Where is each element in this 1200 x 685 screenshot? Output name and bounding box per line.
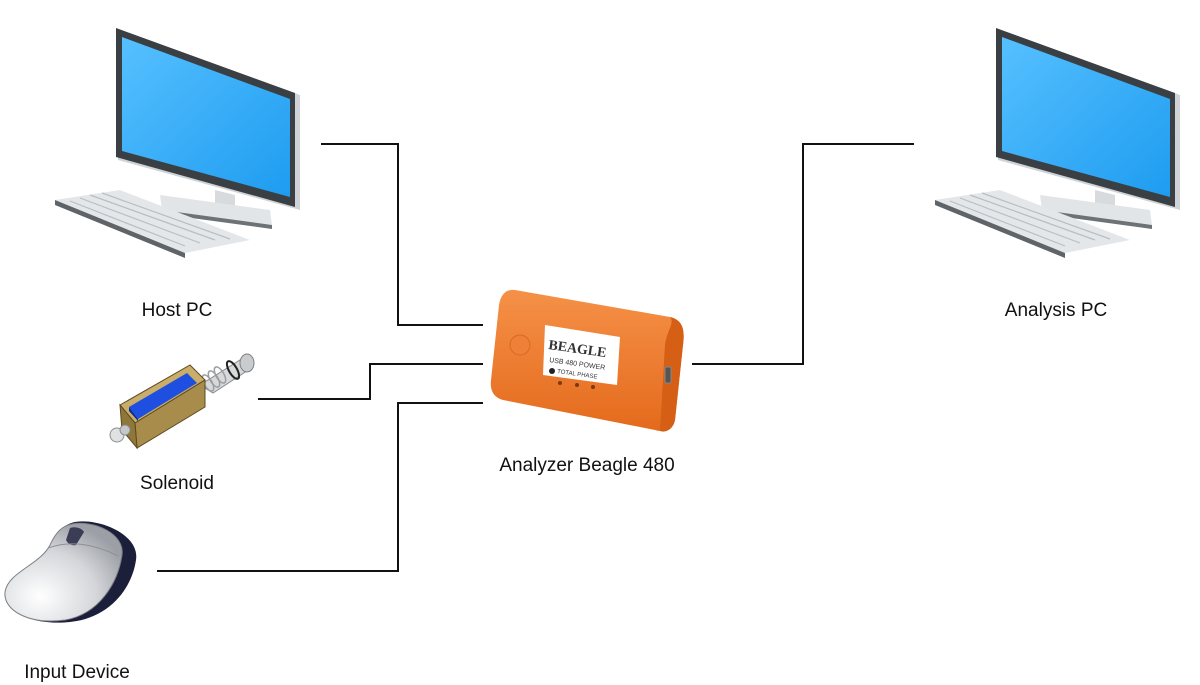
desktop-computer-icon <box>55 28 300 258</box>
node-analysis-pc <box>930 25 1190 265</box>
solenoid-icon <box>109 353 255 450</box>
node-label-analysis-pc: Analysis PC <box>1004 300 1108 321</box>
node-analyzer: BEAGLE USB 480 POWER TOTAL PHASE <box>485 285 690 435</box>
edge-input-device-analyzer <box>157 402 483 572</box>
device-maker-text: TOTAL PHASE <box>557 369 598 381</box>
node-label-host-pc: Host PC <box>141 300 213 321</box>
edge-solenoid-analyzer <box>258 363 483 400</box>
node-label-solenoid: Solenoid <box>140 473 214 494</box>
usb-analyzer-device-icon: BEAGLE USB 480 POWER TOTAL PHASE <box>490 289 684 432</box>
node-solenoid <box>105 345 265 455</box>
node-host-pc <box>50 25 310 265</box>
desktop-computer-icon <box>935 28 1180 258</box>
edge-host-pc-analyzer <box>321 143 483 326</box>
node-label-input-device: Input Device <box>24 662 130 683</box>
node-label-analyzer: Analyzer Beagle 480 <box>499 455 675 476</box>
computer-mouse-icon <box>4 521 137 623</box>
usb-port-icon <box>664 366 672 384</box>
node-input-device <box>0 510 145 630</box>
edge-analyzer-analysis-pc <box>692 143 914 365</box>
